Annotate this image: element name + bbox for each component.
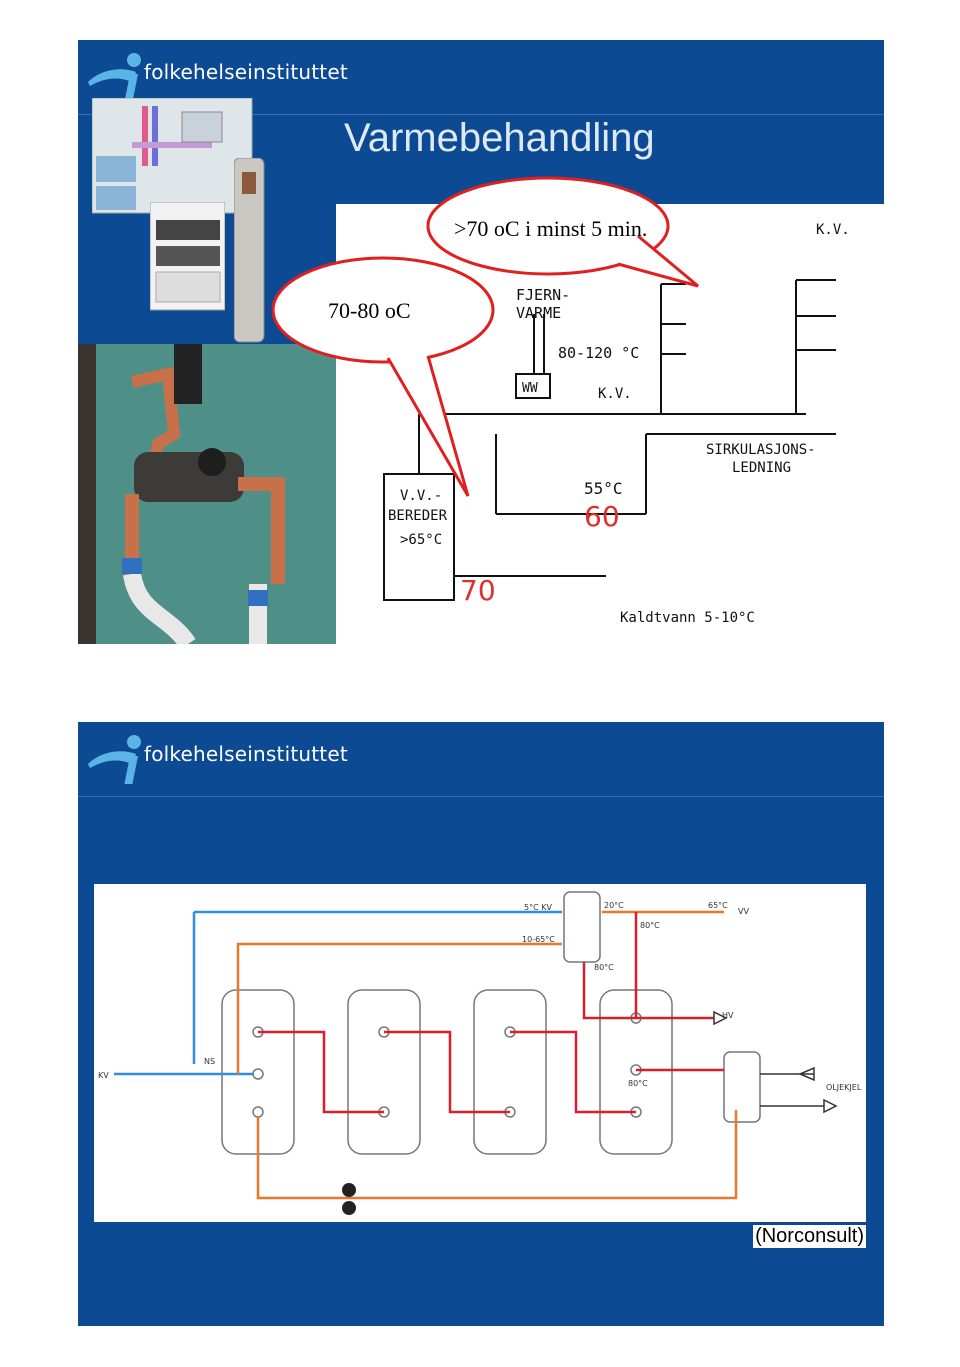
label-t-80a: 80°C <box>640 921 660 930</box>
label-red-60: 60 <box>584 500 620 533</box>
label-temp-range: 80-120 °C <box>558 344 639 362</box>
label-hv: HV <box>722 1011 734 1020</box>
label-kv-5: 5°C KV <box>524 903 552 912</box>
thumbnail-diagram-image <box>92 98 253 214</box>
label-vv: VV <box>738 907 749 916</box>
slide-title: Varmebehandling <box>344 116 655 160</box>
label-sirk-1: SIRKULASJONS- <box>706 442 816 458</box>
label-ns: NS <box>204 1057 215 1066</box>
bubble-left-text: 70-80 oC <box>328 298 411 323</box>
header-rule <box>78 796 884 797</box>
label-kv-left: KV <box>98 1071 109 1080</box>
label-temp-55: 55°C <box>584 479 623 498</box>
label-t-80c: 80°C <box>628 1079 648 1088</box>
label-kaldtvann: Kaldtvann 5-10°C <box>620 610 755 626</box>
tank-image <box>234 158 265 343</box>
label-vv-2: BEREDER <box>388 508 448 524</box>
plant-diagram: KV NS 5°C KV 20°C 65°C VV 10-65°C 80°C 8… <box>94 884 866 1222</box>
logo-text: folkehelseinstituttet <box>144 742 348 766</box>
label-ww: WW <box>522 381 538 396</box>
bubble-top-text: >70 oC i minst 5 min. <box>454 216 647 241</box>
valve-photo-image <box>78 344 336 644</box>
label-kv-mid: K.V. <box>598 386 632 402</box>
cabinet-image <box>150 202 225 311</box>
label-fjernvarme-2: VARME <box>516 304 561 322</box>
label-t-80b: 80°C <box>594 963 614 972</box>
slide-1: folkehelseinstituttet Varmebehandling <box>78 40 884 644</box>
label-sirk-2: LEDNING <box>732 460 791 476</box>
credit-text: (Norconsult) <box>753 1225 866 1248</box>
label-fjernvarme-1: FJERN- <box>516 286 570 304</box>
label-t-10-65: 10-65°C <box>522 935 555 944</box>
label-vv-temp: >65°C <box>400 532 442 548</box>
label-red-70: 70 <box>460 574 496 607</box>
callout-bubbles: >70 oC i minst 5 min. 70-80 oC <box>271 176 699 497</box>
logo-icon <box>88 53 141 102</box>
label-vv-1: V.V.- <box>400 488 442 504</box>
label-t-20: 20°C <box>604 901 624 910</box>
label-kv-top: K.V. <box>816 222 850 238</box>
label-oljekjel: OLJEKJEL <box>826 1083 862 1092</box>
logo-text: folkehelseinstituttet <box>144 60 348 84</box>
logo-icon <box>88 735 141 784</box>
label-t-65: 65°C <box>708 901 728 910</box>
header-rule <box>78 114 884 115</box>
slide-2: folkehelseinstituttet <box>78 722 884 1326</box>
